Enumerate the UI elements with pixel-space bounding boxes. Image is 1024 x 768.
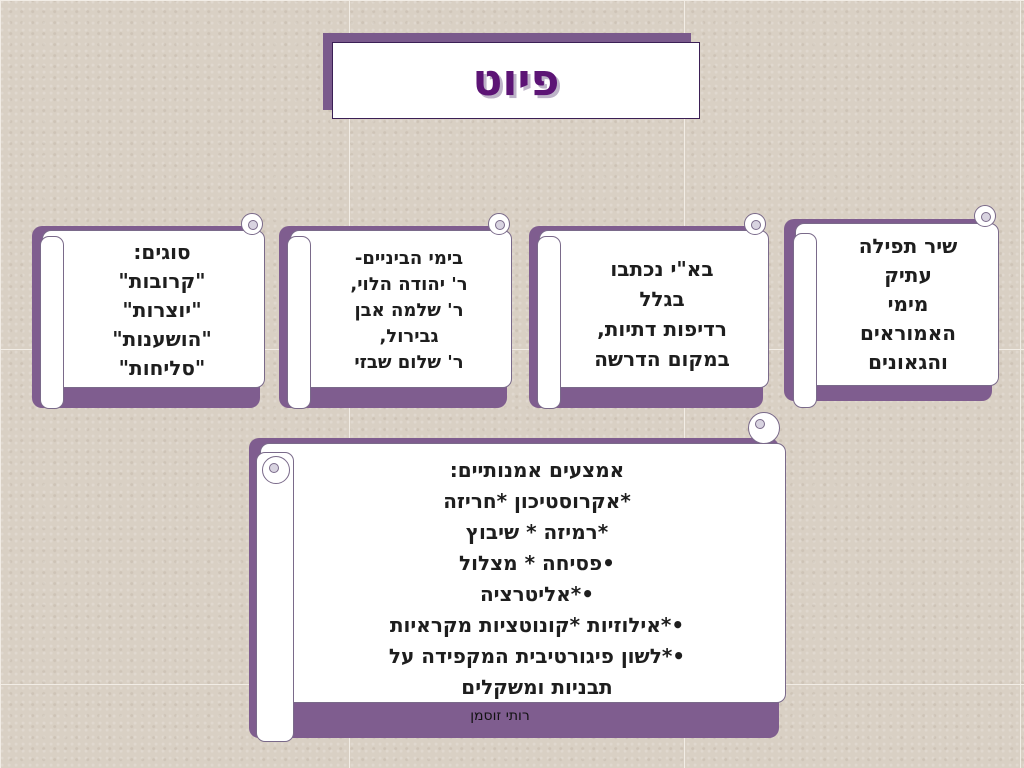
- devices-line: •*אליטרציה: [479, 582, 595, 606]
- middle-ages-line: ר' יהודה הלוי,: [350, 274, 468, 295]
- israel-line: רדיפות דתיות,: [597, 317, 727, 341]
- scroll-origin-text: שיר תפילה עתיק מימי האמוראים והגאונים: [820, 232, 996, 377]
- middle-ages-line: בימי הביניים-: [354, 248, 464, 269]
- devices-line: •*לשון פיגורטיבית המקפידה על: [388, 644, 686, 668]
- scroll-middle-ages-text: בימי הביניים- ר' יהודה הלוי, ר' שלמה אבן…: [314, 246, 504, 376]
- devices-line: תבניות ומשקלים: [461, 675, 613, 699]
- types-line: "סליחות": [118, 356, 206, 380]
- devices-line: *אקרוסטיכון *חריזה: [443, 489, 631, 513]
- page-title: פיוט: [472, 55, 560, 106]
- origin-line: מימי: [887, 292, 929, 316]
- middle-ages-line: ר' שלום שבזי: [354, 352, 464, 373]
- origin-line: האמוראים: [859, 321, 957, 345]
- israel-line: במקום הדרשה: [594, 347, 730, 371]
- devices-line: •פסיחה * מצלול: [459, 551, 615, 575]
- origin-line: והגאונים: [868, 350, 948, 374]
- devices-line: אמצעים אמנותיים:: [449, 458, 625, 482]
- types-line: סוגים:: [133, 240, 191, 264]
- scroll-israel-text: בא"י נכתבו בגלל רדיפות דתיות, במקום הדרש…: [564, 254, 760, 374]
- title-box: פיוט: [332, 42, 700, 119]
- devices-line: •*אילוזיות *קונוטציות מקראיות: [389, 613, 685, 637]
- types-line: "יוצרות": [122, 298, 202, 322]
- origin-line: עתיק: [884, 263, 932, 287]
- scroll-types-text: סוגים: "קרובות" "יוצרות" "הושענות" "סליח…: [66, 238, 258, 383]
- origin-line: שיר תפילה: [858, 234, 958, 258]
- devices-line: *רמיזה * שיבוץ: [465, 520, 609, 544]
- israel-line: בגלל: [639, 287, 685, 311]
- types-line: "קרובות": [118, 269, 206, 293]
- middle-ages-line: ר' שלמה אבן: [354, 300, 464, 321]
- scroll-devices-text: אמצעים אמנותיים: *אקרוסטיכון *חריזה *רמי…: [298, 455, 776, 703]
- types-line: "הושענות": [112, 327, 212, 351]
- middle-ages-line: גבירול,: [379, 326, 439, 347]
- israel-line: בא"י נכתבו: [610, 257, 714, 281]
- author-footer: רותי זוסמן: [470, 708, 530, 724]
